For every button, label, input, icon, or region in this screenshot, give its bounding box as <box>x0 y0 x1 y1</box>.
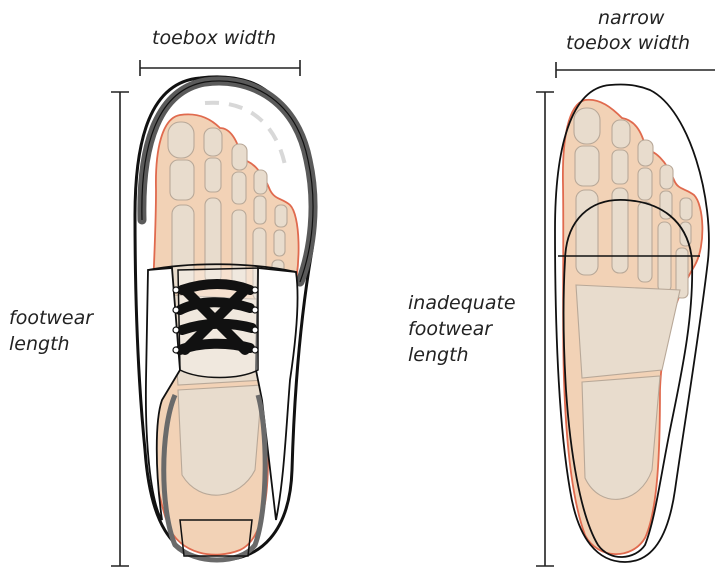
proper-shoe-with-foot <box>135 77 314 560</box>
narrow-toebox-width-label-line1: narrow <box>598 6 664 30</box>
inadequate-label-line1: inadequate <box>408 291 516 315</box>
footwear-length-label-line1: footwear <box>9 306 93 330</box>
inadequate-label-line3: length <box>408 343 469 367</box>
toebox-width-label: toebox width <box>152 26 276 50</box>
narrow-toebox-width-label-line2: toebox width <box>566 31 690 55</box>
footwear-length-label-line2: length <box>9 332 70 356</box>
narrow-short-sole-with-foot <box>555 85 709 562</box>
inadequate-label-line2: footwear <box>408 317 492 341</box>
